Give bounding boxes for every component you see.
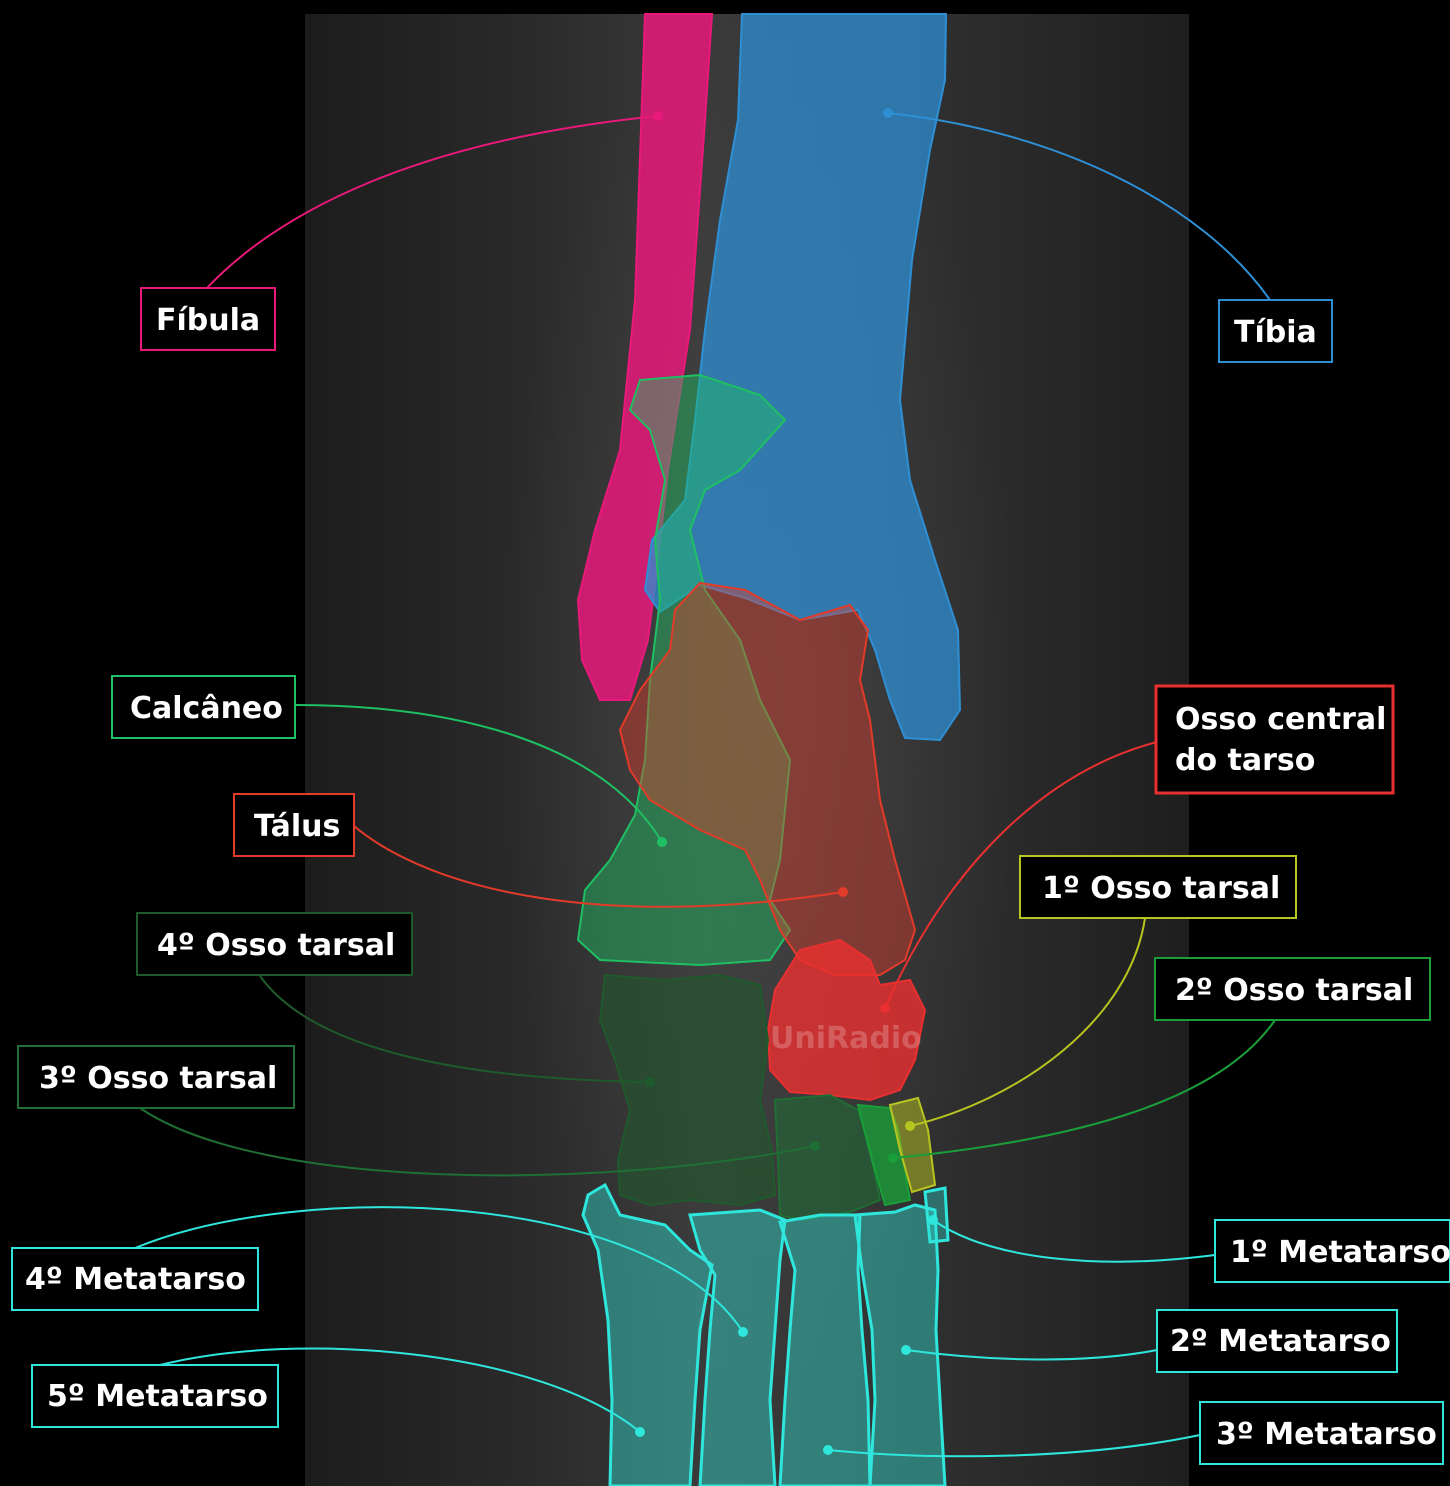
label-talus-text: Tálus — [254, 809, 340, 844]
meta-2-dot — [901, 1345, 911, 1355]
label-meta-5-text: 5º Metatarso — [47, 1379, 268, 1414]
label-meta-3: 3º Metatarso — [1200, 1402, 1443, 1464]
tibia-dot — [883, 108, 893, 118]
talus-dot — [838, 887, 848, 897]
calcaneo-dot — [657, 837, 667, 847]
tarsal-1-dot — [905, 1121, 915, 1131]
watermark: UniRadio — [770, 1021, 922, 1056]
metatarsal-1-bone — [925, 1188, 948, 1242]
label-tarsal-4: 4º Osso tarsal — [137, 913, 412, 975]
meta-1-dot — [928, 1215, 938, 1225]
label-meta-3-text: 3º Metatarso — [1216, 1417, 1437, 1452]
label-tibia-text: Tíbia — [1234, 315, 1317, 350]
label-meta-5: 5º Metatarso — [32, 1365, 278, 1427]
label-meta-4: 4º Metatarso — [12, 1248, 258, 1310]
meta-3-dot — [823, 1445, 833, 1455]
metatarsal-3-bone — [780, 1215, 870, 1486]
label-meta-1: 1º Metatarso — [1215, 1220, 1450, 1282]
meta-5-dot — [635, 1427, 645, 1437]
label-tarsal-2-text: 2º Osso tarsal — [1175, 973, 1413, 1008]
label-fibula: Fíbula — [141, 288, 275, 350]
label-tarsal-1-text: 1º Osso tarsal — [1042, 871, 1280, 906]
tarsal-3-dot — [810, 1141, 820, 1151]
label-calcaneo-text: Calcâneo — [130, 691, 283, 726]
label-tarsal-2: 2º Osso tarsal — [1155, 958, 1430, 1020]
label-meta-1-text: 1º Metatarso — [1230, 1235, 1450, 1270]
label-central-tarsal: Osso central do tarso — [1156, 686, 1393, 793]
fibula-dot — [653, 111, 663, 121]
label-meta-2-text: 2º Metatarso — [1170, 1324, 1391, 1359]
label-fibula-text: Fíbula — [156, 303, 260, 338]
central-dot — [880, 1003, 890, 1013]
tarsal-4-dot — [645, 1077, 655, 1087]
label-tibia: Tíbia — [1219, 300, 1332, 362]
tarsal-2-dot — [888, 1153, 898, 1163]
label-meta-4-text: 4º Metatarso — [25, 1262, 246, 1297]
label-meta-2: 2º Metatarso — [1157, 1310, 1397, 1372]
label-talus: Tálus — [234, 794, 354, 856]
label-tarsal-4-text: 4º Osso tarsal — [157, 928, 395, 963]
label-tarsal-3-text: 3º Osso tarsal — [39, 1061, 277, 1096]
label-tarsal-1: 1º Osso tarsal — [1020, 856, 1296, 918]
label-central-line2: do tarso — [1175, 743, 1315, 778]
label-central-line1: Osso central — [1175, 702, 1386, 737]
label-tarsal-3: 3º Osso tarsal — [18, 1046, 294, 1108]
label-calcaneo: Calcâneo — [112, 676, 295, 738]
meta-4-dot — [738, 1327, 748, 1337]
